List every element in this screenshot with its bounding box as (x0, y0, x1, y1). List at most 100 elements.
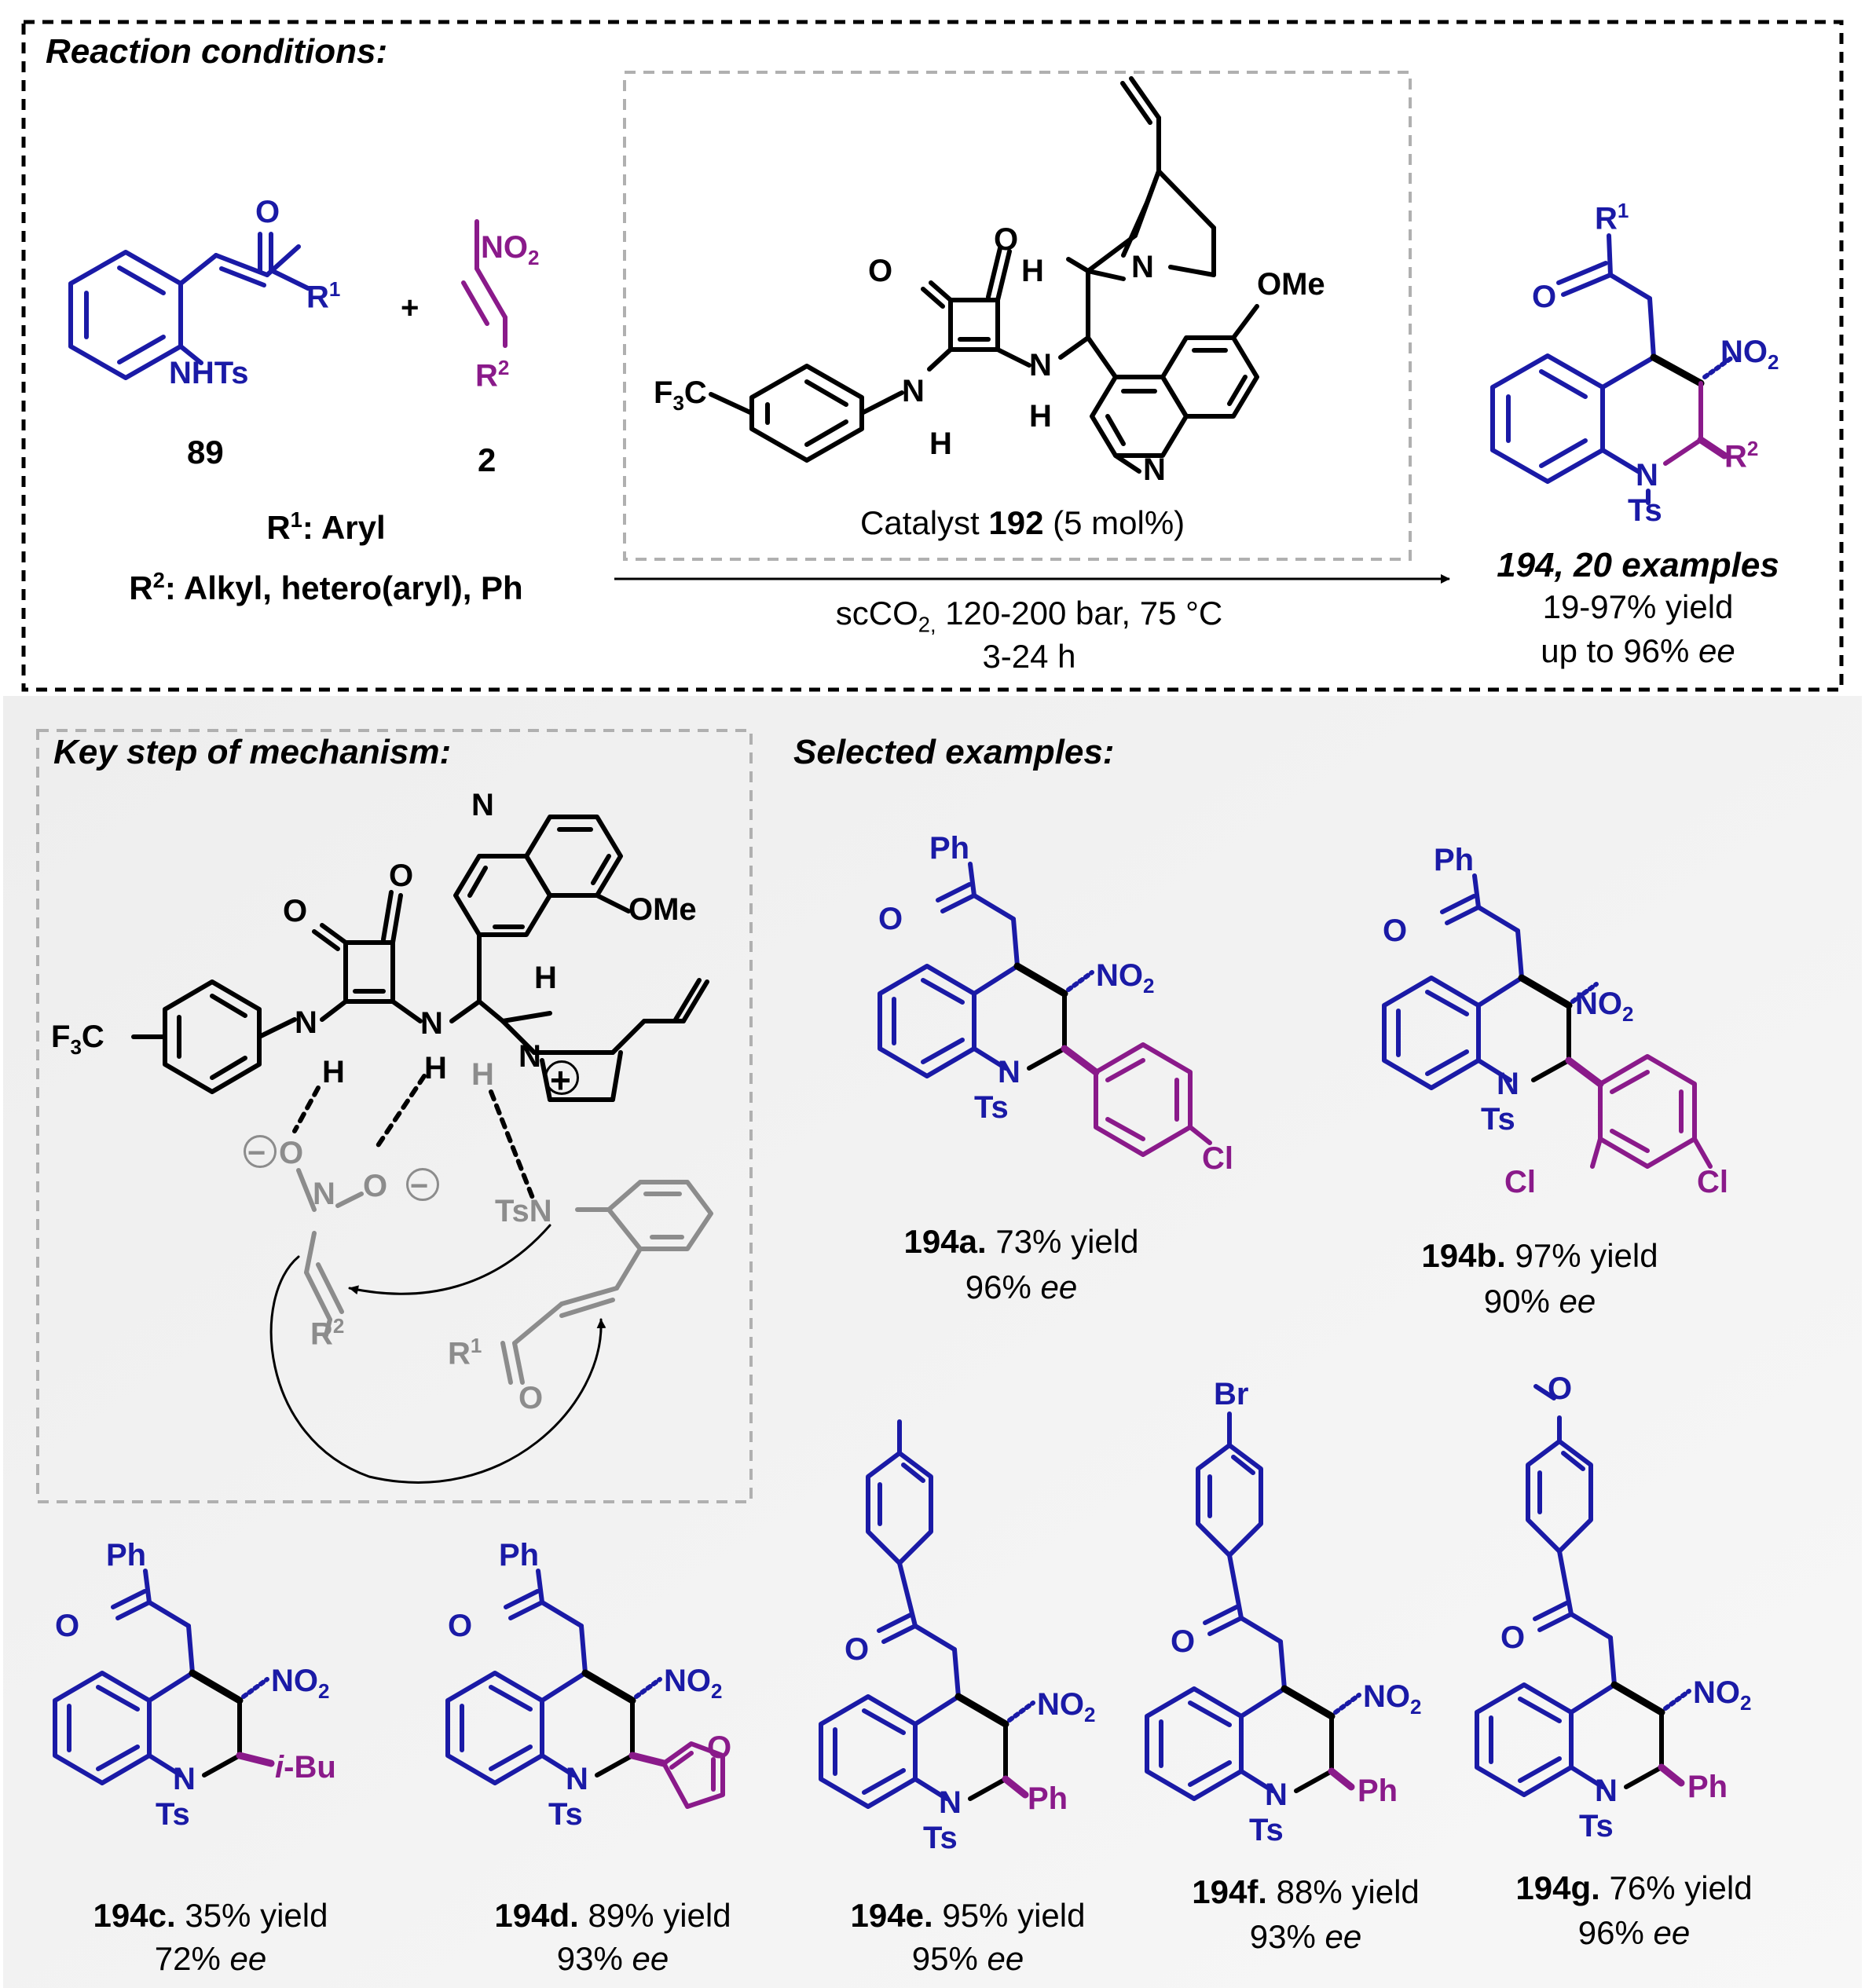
ex194b-yield: 194b. 97% yield (1421, 1237, 1658, 1274)
mech-r1: R1 (448, 1334, 482, 1371)
ex194f-yield: 194f. 88% yield (1192, 1873, 1420, 1910)
mech-r2: R2 (310, 1314, 345, 1352)
carbonyl-o-89: O (255, 195, 280, 229)
mechanism-heading: Key step of mechanism: (53, 733, 452, 771)
cat-h-stereo: H (1021, 254, 1044, 288)
product-n: N (1636, 458, 1658, 492)
ex194d-ee: 93% ee (556, 1940, 669, 1977)
ex194g-ts: Ts (1579, 1809, 1614, 1843)
ex194g-o-methoxy: O (1548, 1371, 1573, 1406)
mech-o-nitronate-2: O (363, 1169, 388, 1203)
substrate-89-drawing (68, 232, 310, 380)
mech-h-right: H (424, 1051, 447, 1086)
cat-nh-right: N (1029, 348, 1052, 383)
r2-definition: R2: Alkyl, hetero(aryl), Ph (129, 568, 523, 606)
mech-tsn: TsN (495, 1194, 552, 1228)
cat-h-left: H (929, 427, 952, 461)
ex194c-o: O (55, 1609, 80, 1643)
ex194a-o: O (878, 902, 903, 936)
r1-definition: R1: Aryl (266, 507, 386, 546)
compound-89-label: 89 (187, 434, 224, 470)
mech-carbonyl-o: O (518, 1381, 544, 1415)
ex194e-n: N (939, 1785, 962, 1820)
cat-nh-left: N (902, 374, 925, 408)
mechanism-drawing (131, 815, 713, 1484)
example-194a-drawing (878, 862, 1212, 1157)
mech-o-left: O (283, 894, 308, 928)
mech-n-right: N (420, 1006, 443, 1041)
product-carbonyl-o: O (1532, 280, 1557, 314)
ex194a-ts: Ts (974, 1090, 1009, 1125)
ex194e-no2: NO2 (1037, 1687, 1096, 1726)
reaction-conditions-heading: Reaction conditions: (46, 32, 388, 71)
ex194c-yield: 194c. 35% yield (93, 1897, 328, 1934)
ex194d-ph: Ph (499, 1538, 540, 1572)
ex194a-yield: 194a. 73% yield (903, 1223, 1139, 1260)
mech-h-ammonium: H (471, 1057, 494, 1092)
ex194d-n: N (566, 1762, 588, 1796)
cat-ome: OMe (1257, 267, 1325, 302)
ex194c-ts: Ts (156, 1797, 190, 1832)
ex194e-ee: 95% ee (911, 1940, 1024, 1977)
mech-minus-circle-2 (406, 1168, 439, 1201)
product-yield-range: 19-97% yield (1542, 588, 1734, 625)
ex194b-n: N (1497, 1067, 1519, 1101)
r1-89: R1 (306, 277, 341, 315)
ex194c-n: N (173, 1762, 196, 1796)
ex194e-o: O (845, 1632, 870, 1667)
ex194a-ee: 96% ee (965, 1269, 1078, 1305)
ex194g-no2: NO2 (1693, 1675, 1752, 1715)
ex194d-furan-o: O (707, 1730, 732, 1765)
example-194e-drawing (819, 1419, 1035, 1809)
ex194g-n: N (1595, 1774, 1618, 1808)
example-194b-drawing (1382, 873, 1713, 1169)
conditions-line-2: 3-24 h (982, 638, 1076, 675)
cat-o-left: O (868, 254, 893, 288)
mech-plus-circle (544, 1060, 579, 1095)
mechanism-frame (36, 729, 753, 1503)
mech-ome: OMe (628, 892, 697, 927)
ex194a-cl: Cl (1202, 1141, 1233, 1176)
catalyst-192-drawing (709, 76, 1259, 474)
ex194b-o: O (1383, 913, 1408, 948)
ex194a-no2: NO2 (1096, 958, 1155, 998)
ex194c-no2: NO2 (271, 1664, 330, 1703)
ex194d-no2: NO2 (664, 1664, 723, 1703)
product-no2: NO2 (1720, 335, 1779, 374)
ex194c-ph: Ph (106, 1538, 147, 1572)
nitroalkene-2-drawing (461, 219, 507, 348)
ex194c-ee: 72% ee (154, 1940, 267, 1977)
ex194d-o: O (448, 1609, 473, 1643)
conditions-line-1: scCO2, 120-200 bar, 75 °C (835, 595, 1223, 637)
ex194b-ee: 90% ee (1483, 1283, 1596, 1320)
selected-examples-heading: Selected examples: (793, 733, 1115, 771)
cat-f3c: F3C (654, 375, 707, 415)
product-ee-max: up to 96% ee (1541, 632, 1735, 669)
ex194c-ibu: i-Bu (275, 1750, 336, 1785)
ex194a-n: N (998, 1055, 1020, 1089)
cat-h-right: H (1029, 399, 1052, 434)
ex194f-no2: NO2 (1363, 1679, 1422, 1719)
ex194f-o: O (1171, 1624, 1196, 1659)
ex194g-ph: Ph (1687, 1770, 1728, 1804)
ex194d-ts: Ts (548, 1797, 583, 1832)
examples-panel-background (3, 696, 1862, 1988)
mech-h-left: H (322, 1055, 345, 1089)
ex194g-o: O (1500, 1620, 1526, 1655)
product-r2: R2 (1724, 437, 1759, 474)
r2-2: R2 (475, 356, 510, 394)
mech-quinoline-n: N (471, 788, 494, 822)
reaction-conditions-frame (21, 20, 1844, 692)
example-194d-drawing (445, 1569, 725, 1809)
example-194c-drawing (53, 1569, 275, 1785)
ex194b-ph: Ph (1434, 843, 1475, 877)
mech-o-right: O (389, 859, 414, 893)
ex194f-br: Br (1214, 1377, 1249, 1411)
example-194f-drawing (1145, 1411, 1361, 1801)
ex194b-no2: NO2 (1575, 987, 1634, 1026)
ex194f-ph: Ph (1358, 1774, 1398, 1808)
ex194b-ts: Ts (1481, 1102, 1515, 1137)
cat-o-right: O (994, 222, 1019, 257)
ex194g-yield: 194g. 76% yield (1515, 1869, 1753, 1906)
